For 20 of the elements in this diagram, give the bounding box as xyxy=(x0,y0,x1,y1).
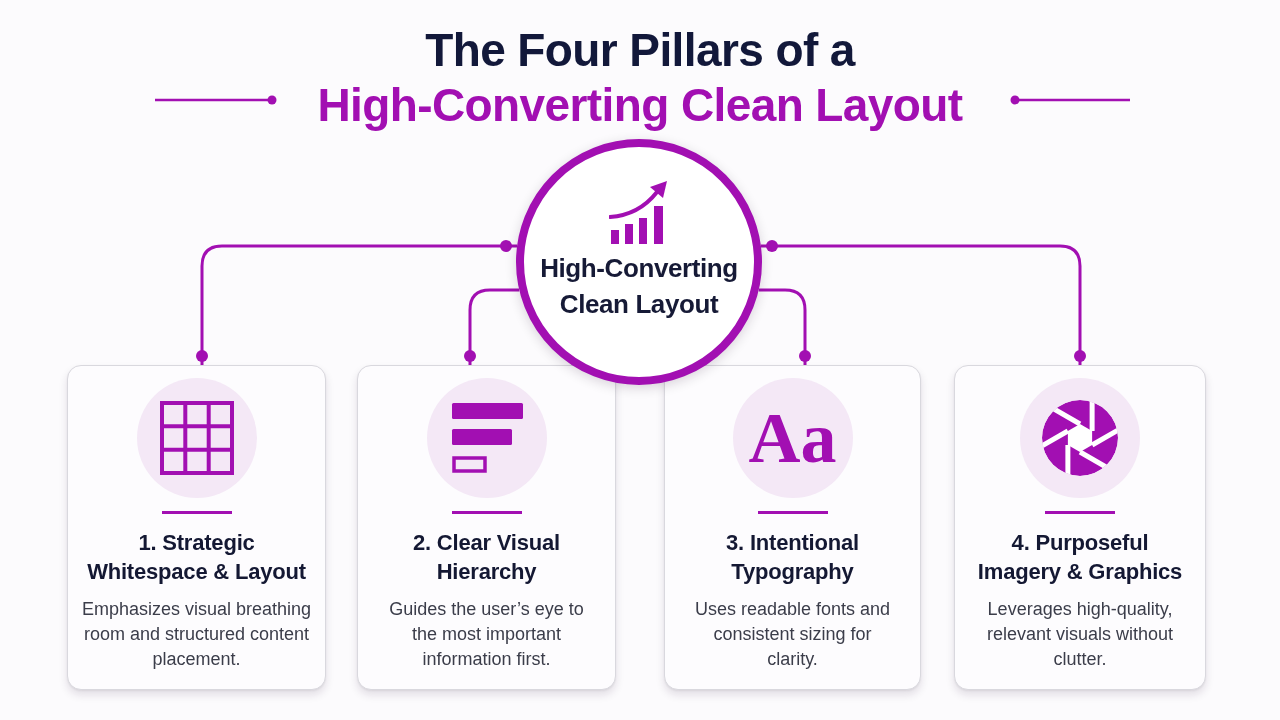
connector-line xyxy=(758,288,811,365)
diagram-title: The Four Pillars of a xyxy=(425,23,855,77)
connector-line xyxy=(464,288,520,365)
card-heading: 2. Clear Visual Hierarchy xyxy=(412,529,561,586)
connector-line xyxy=(761,240,1086,365)
card-description: Leverages high-quality, relevant visuals without clutter. xyxy=(985,598,1175,671)
hub-title: High-Converting Clean Layout xyxy=(539,252,739,321)
title-subtitle: High-Converting Clean Layout xyxy=(317,78,963,132)
card-description: Guides the user’s eye to the most important information first. xyxy=(388,598,585,671)
typography-letters: Aa xyxy=(748,402,837,474)
pillar-card xyxy=(67,365,326,690)
pillar-card xyxy=(954,365,1206,690)
card-heading: 4. Purposeful Imagery & Graphics xyxy=(976,529,1184,586)
card-description: Uses readable fonts and consistent sizing for clarity. xyxy=(693,598,892,671)
pillar-card xyxy=(664,365,921,690)
card-heading: 3. Intentional Typography xyxy=(725,529,860,586)
card-heading: 1. Strategic Whitespace & Layout xyxy=(86,529,307,586)
connector-line xyxy=(196,240,517,365)
pillar-card xyxy=(357,365,616,690)
card-description: Emphasizes visual breathing room and structured content placement. xyxy=(80,598,313,671)
